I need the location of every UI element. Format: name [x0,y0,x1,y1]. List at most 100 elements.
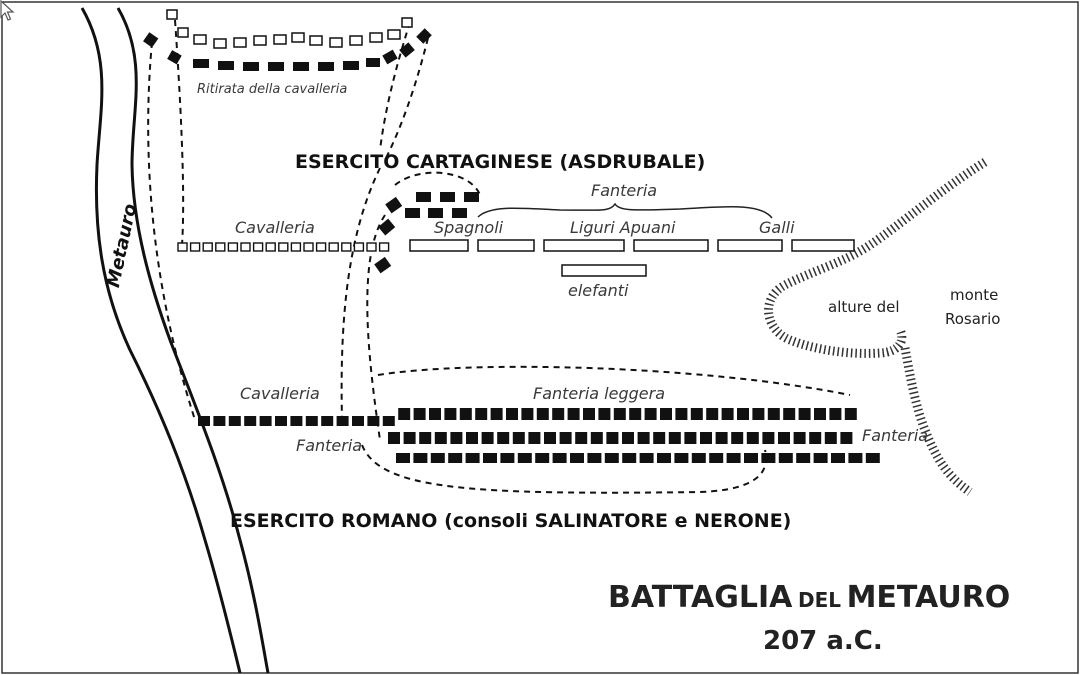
retreat-roman-cavalry-unit [416,28,432,44]
roman-rear-unit [570,453,584,463]
retreat-label: Ritirata della cavalleria [197,82,348,97]
roman-infantry-unit [559,432,572,444]
roman-unit [259,416,272,426]
roman-unit [244,416,257,426]
roman-infantry-unit [715,432,728,444]
roman-rear-unit [448,453,463,463]
roman-infantry-unit [544,432,556,444]
roman-rear-unit [517,453,532,463]
retreat-roman-cavalry-unit [399,42,415,58]
title-part-1: BATTAGLIA [608,580,793,615]
carthaginian-cavalry-unit [378,242,390,252]
roman-unit [829,408,842,420]
roman-rear-unit [726,453,741,463]
retreat-roman-cavalry-unit [318,62,334,71]
roman-infantry-unit [778,432,790,444]
title-part-3: METAURO [846,580,1011,615]
alture-label: alture del [828,298,900,316]
retreat-cavalry-unit [349,35,363,46]
roman-rear-unit [639,453,654,463]
roman-infantry-unit [450,432,463,444]
roman-unit [660,408,672,420]
roman-unit [305,416,318,426]
roman-unit [490,408,503,420]
roman-infantry-unit [653,432,666,444]
roman-infantry-unit [497,432,510,444]
fanteria-leggera-label: Fanteria leggera [533,384,666,403]
roman-cavalry-unit [374,256,392,274]
roman-cavalry-unit [385,196,403,214]
roman-unit [552,408,565,420]
roman-infantry-unit [684,432,697,444]
retreat-cavalry-unit [213,38,227,49]
roman-unit [321,416,334,426]
roman-unit [844,408,857,420]
monte-label: monte [950,286,999,304]
cavalleria-bottom-label: Cavalleria [240,384,320,403]
retreat-roman-cavalry-unit [343,61,359,70]
roman-unit [737,408,749,420]
retreat-roman-cavalry-unit [167,50,182,65]
roman-infantry-unit [481,432,494,444]
roman-rear-unit [483,453,497,463]
roman-infantry-unit [637,432,650,444]
roman-unit [706,408,719,420]
carthaginian-cavalry-unit [215,242,226,252]
roman-rear-unit [674,453,689,463]
roman-unit [752,408,765,420]
roman-rear-unit [813,453,828,463]
retreat-roman-cavalry-unit [193,59,209,68]
roman-army-label: ESERCITO ROMANO (consoli SALINATORE e NE… [230,510,792,532]
roman-rear-line [396,453,880,463]
roman-rear-unit [848,453,863,463]
retreat-cavalry-unit [329,37,343,48]
roman-unit [475,408,488,420]
liguri-infantry-block [633,239,709,252]
spagnoli-label: Spagnoli [434,218,504,237]
retreat-roman-cavalry-unit [366,58,380,67]
roman-rear-unit [744,453,758,463]
roman-cavalry-unit [378,218,396,236]
roman-infantry-unit [840,432,853,444]
carthaginian-cavalry-unit [177,242,188,252]
retreat-cavalry-unit [177,27,189,38]
carthaginian-cavalry-line [177,242,390,252]
roman-unit [290,416,303,426]
roman-unit [429,408,441,420]
roman-infantry-unit [668,432,681,444]
roman-unit [783,408,796,420]
roman-unit [413,408,426,420]
roman-unit [798,408,811,420]
carthaginian-cavalry-unit [265,242,276,252]
roman-infantry-unit [575,432,588,444]
roman-rear-unit [622,453,637,463]
roman-unit [352,416,364,426]
map-title: BATTAGLIA DEL METAURO [608,580,1010,615]
retreat-roman-cavalry-unit [268,62,284,71]
roman-rear-unit [430,453,445,463]
galli-infantry-block [717,239,783,252]
liguri-infantry-block [543,239,625,252]
roman-cavalry-and-light-infantry [198,408,857,426]
elephants-block [561,264,647,277]
roman-infantry-unit [762,432,775,444]
roman-unit [598,408,611,420]
carthaginian-cavalry-retreat [143,9,432,71]
title-part-2: DEL [797,588,841,612]
galli-infantry-block [791,239,855,252]
roman-unit [814,408,826,420]
carthaginian-army [177,192,855,277]
fanteria-label: Fanteria [591,181,658,200]
roman-unit [767,408,780,420]
manoeuvre-paths [147,19,851,494]
retreat-roman-cavalry-unit [382,49,398,65]
roman-unit [675,408,688,420]
roman-unit [444,408,457,420]
roman-rear-unit [500,453,515,463]
roman-unit [213,416,226,426]
retreat-cavalry-unit [291,32,305,43]
roman-infantry-unit [809,432,822,444]
